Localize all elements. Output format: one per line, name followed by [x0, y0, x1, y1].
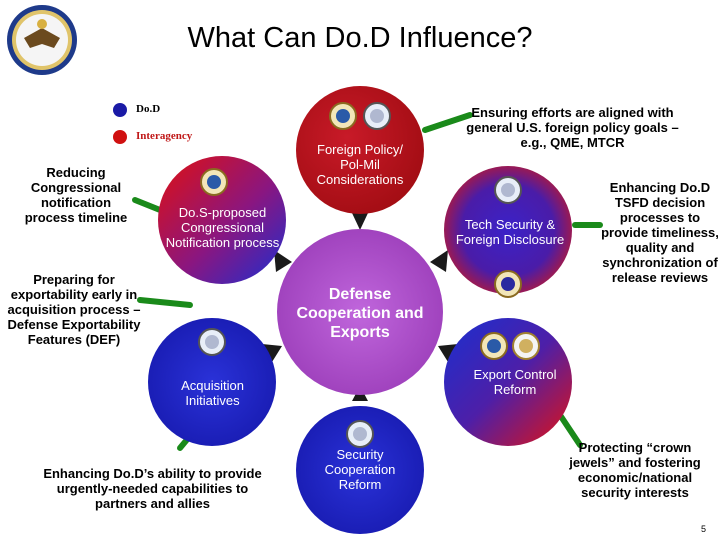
pointer-ensuring: [422, 112, 473, 133]
pointer-preparing: [137, 297, 193, 308]
legend-dot-interagency: [113, 130, 127, 144]
circle-tech-security: [444, 166, 572, 294]
circle-label-center: Defense Cooperation and Exports: [296, 286, 424, 341]
seal-icon: [494, 270, 522, 298]
circle-label-acquisition: Acquisition Initiatives: [181, 378, 244, 408]
note-enhancing-tsfd: Enhancing Do.D TSFD decision processes t…: [601, 180, 719, 285]
note-ensuring: Ensuring efforts are aligned with genera…: [466, 105, 679, 150]
seal-icon: [329, 102, 357, 130]
legend-label-interagency: Interagency: [136, 130, 193, 142]
note-reducing: Reducing Congressional notification proc…: [24, 165, 128, 225]
dod-seal-icon: [7, 5, 77, 75]
seal-icon: [494, 176, 522, 204]
seal-icon: [198, 328, 226, 356]
circle-security-cooperation: [296, 406, 424, 534]
mini-seals: [198, 102, 540, 448]
circle-label-dod-proposed: Do.S-proposed Congressional Notification…: [165, 205, 280, 250]
circle-center: [277, 229, 443, 395]
arrow-dod-proposed: [274, 250, 292, 272]
arrow-acquisition: [262, 344, 282, 362]
legend-label-dod: Do.D: [136, 103, 161, 115]
circle-dod-proposed: [158, 156, 286, 284]
seal-icon: [200, 168, 228, 196]
page-number: 5: [700, 524, 706, 534]
circle-label-export-control: Export Control Reform: [473, 367, 557, 397]
seal-icon: [346, 420, 374, 448]
circle-label-tech-security: Tech Security & Foreign Disclosure: [455, 217, 565, 247]
arrow-export-control: [438, 344, 458, 362]
seal-icon: [512, 332, 540, 360]
seal-icon: [480, 332, 508, 360]
note-protecting: Protecting “crown jewels” and fostering …: [569, 440, 701, 500]
arrow-tech-security: [430, 250, 448, 272]
circle-label-foreign-policy: Foreign Policy/ Pol-Mil Considerations: [316, 142, 404, 187]
page-title: What Can Do.D Influence?: [187, 22, 533, 54]
circle-label-security-cooperation: Security Cooperation Reform: [324, 447, 396, 492]
pointer-reducing: [132, 197, 163, 213]
circle-foreign-policy: [296, 86, 424, 214]
arrow-foreign-policy: [352, 213, 368, 230]
circle-export-control: [444, 318, 572, 446]
seal-icon: [363, 102, 391, 130]
circle-acquisition: [148, 318, 276, 446]
note-enhancing-ability: Enhancing Do.D’s ability to provide urge…: [43, 466, 262, 511]
legend-dot-dod: [113, 103, 127, 117]
note-preparing: Preparing for exportability early in acq…: [7, 272, 141, 347]
